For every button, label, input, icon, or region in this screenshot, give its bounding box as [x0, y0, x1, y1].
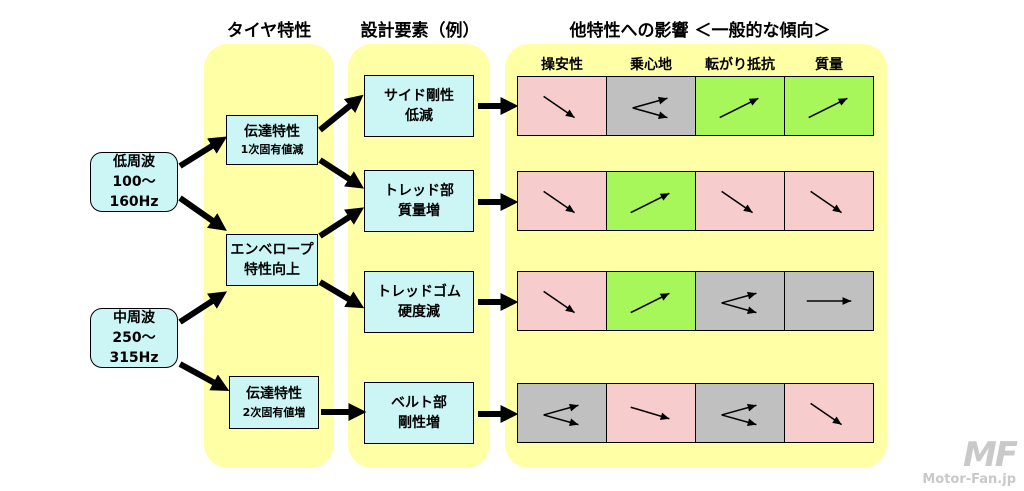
trend-mixed-icon: [721, 403, 757, 426]
trend-up-icon: [630, 192, 670, 214]
effect-cell-handling-row2: [517, 171, 607, 231]
watermark-site: Motor-Fan.jp: [922, 472, 1016, 487]
tire-box-transfer-1st: 伝達特性 1次固有値減: [226, 115, 318, 165]
design-box-tread-rubber-line2: 硬度減: [398, 304, 440, 320]
trend-down-icon: [543, 95, 576, 119]
design-box-tread-rubber-line1: トレッドゴム: [377, 283, 461, 300]
tire-box-envelope: エンベロープ 特性向上: [226, 234, 318, 286]
tire-box-envelope-detail: 特性向上: [244, 262, 300, 278]
effect-cell-rolling-row2: [695, 171, 785, 231]
effect-cell-rolling-row4: [695, 383, 785, 443]
watermark: MF Motor-Fan.jp: [922, 435, 1018, 487]
subheader-rolling-resistance: 転がり抵抗: [705, 57, 775, 73]
trend-mixed-icon: [721, 291, 757, 314]
design-box-tread-rubber: トレッドゴム 硬度減: [364, 271, 474, 333]
effects-header: 他特性への影響 ＜一般的な傾向＞: [569, 21, 831, 41]
tire-box-envelope-title: エンベロープ: [230, 241, 314, 258]
trend-flat-icon: [806, 297, 852, 305]
effect-cell-mass-row2: [784, 171, 874, 231]
trend-flat-down-icon: [630, 406, 670, 421]
design-box-belt-stiffness-line2: 剛性増: [398, 415, 440, 431]
tire-box-transfer-2nd: 伝達特性 2次固有値増: [229, 376, 319, 429]
tire-box-transfer-1st-title: 伝達特性: [244, 123, 300, 140]
arrow-mid-to-envelope: [178, 291, 228, 325]
design-box-side-stiffness: サイド剛性 低減: [364, 75, 474, 137]
trend-up-icon: [719, 97, 759, 119]
trend-up-icon: [808, 97, 848, 119]
arrow-transfer1-to-tread: [318, 157, 365, 189]
tire-box-transfer-2nd-title: 伝達特性: [246, 386, 302, 403]
subheader-ride-comfort: 乗心地: [630, 57, 672, 73]
effect-cell-rolling-row3: [695, 271, 785, 331]
tire-box-transfer-1st-detail: 1次固有値減: [240, 143, 304, 157]
subheader-mass: 質量: [815, 57, 843, 73]
trend-down-icon: [543, 290, 576, 314]
trend-up-icon: [630, 292, 670, 314]
design-box-side-stiffness-line2: 低減: [405, 108, 433, 124]
trend-down-icon: [810, 402, 843, 426]
effect-cell-rolling-row1: [695, 76, 785, 136]
effect-cell-handling-row1: [517, 76, 607, 136]
tire-box-transfer-2nd-detail: 2次固有値増: [242, 405, 306, 419]
trend-mixed-icon: [543, 403, 579, 426]
design-elements-header: 設計要素（例）: [360, 21, 480, 41]
arrow-low-to-envelope: [178, 195, 227, 231]
effect-cell-ride-row1: [606, 76, 696, 136]
effect-cell-mass-row4: [784, 383, 874, 443]
effect-cell-handling-row4: [517, 383, 607, 443]
tire-characteristics-header: タイヤ特性: [226, 21, 312, 41]
source-mid-frequency: 中周波 250〜315Hz: [90, 308, 178, 368]
design-box-tread-mass-line1: トレッド部: [384, 182, 454, 199]
watermark-logo: MF: [962, 435, 1018, 475]
effect-cell-ride-row3: [606, 271, 696, 331]
design-box-side-stiffness-line1: サイド剛性: [384, 87, 454, 104]
source-mid-frequency-range: 250〜315Hz: [109, 329, 159, 367]
effect-cell-ride-row2: [606, 171, 696, 231]
trend-down-icon: [810, 190, 843, 214]
design-box-belt-stiffness: ベルト部 剛性増: [364, 382, 474, 444]
arrow-envelope-to-tread: [318, 207, 365, 239]
effect-cell-mass-row3: [784, 271, 874, 331]
effect-cell-ride-row4: [606, 383, 696, 443]
design-box-belt-stiffness-line1: ベルト部: [391, 394, 447, 411]
effect-cell-handling-row3: [517, 271, 607, 331]
design-box-tread-mass-line2: 質量増: [398, 203, 440, 219]
effect-cell-mass-row1: [784, 76, 874, 136]
arrow-envelope-to-rubber: [318, 279, 365, 309]
arrow-low-to-transfer1: [178, 136, 228, 169]
source-low-frequency-range: 100〜160Hz: [109, 173, 159, 211]
source-low-frequency-label: 低周波: [113, 153, 155, 170]
trend-down-icon: [543, 190, 576, 214]
trend-mixed-icon: [632, 96, 668, 119]
design-box-tread-mass: トレッド部 質量増: [364, 170, 474, 232]
trend-down-icon: [721, 190, 754, 214]
arrow-transfer1-to-side: [318, 94, 364, 133]
subheader-handling: 操安性: [541, 57, 583, 73]
source-mid-frequency-label: 中周波: [113, 309, 155, 326]
source-low-frequency: 低周波 100〜160Hz: [90, 152, 178, 212]
arrow-mid-to-transfer2: [178, 361, 230, 392]
